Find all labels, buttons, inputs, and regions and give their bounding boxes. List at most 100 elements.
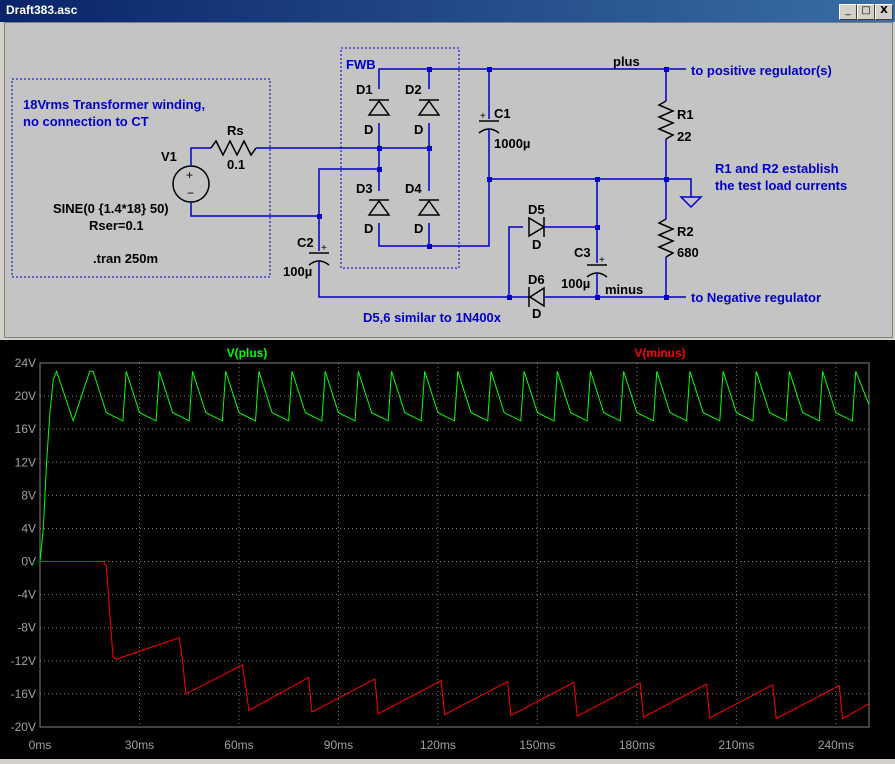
d3-model: D: [364, 221, 373, 236]
rs-label: Rs: [227, 123, 244, 138]
to-negative-regulator-label: to Negative regulator: [691, 290, 821, 305]
r2-resistor-symbol[interactable]: [657, 218, 675, 258]
y-tick-label: 0V: [21, 555, 36, 569]
d6-diode-symbol[interactable]: [528, 286, 545, 308]
d6-label: D6: [528, 272, 545, 287]
tran-directive: .tran 250m: [93, 251, 158, 266]
c3-label: C3: [574, 245, 591, 260]
x-tick-label: 180ms: [619, 738, 655, 752]
y-tick-label: -4V: [17, 588, 36, 602]
v1-value-line-1: SINE(0 {1.4*18} 50): [53, 201, 169, 216]
wire: [318, 168, 379, 216]
d4-diode-symbol[interactable]: [417, 199, 441, 216]
d4-model: D: [414, 221, 423, 236]
c2-value: 100µ: [283, 264, 312, 279]
d2-diode-symbol[interactable]: [417, 99, 441, 116]
x-tick-label: 210ms: [718, 738, 754, 752]
d1-model: D: [364, 122, 373, 137]
wire: [508, 226, 523, 297]
plus-net-label: plus: [613, 54, 640, 69]
d5-model: D: [532, 237, 541, 252]
r1-resistor-symbol[interactable]: [657, 100, 675, 140]
trace-vminus: [40, 561, 870, 720]
d1-diode-symbol[interactable]: [367, 99, 391, 116]
v1-plus-sign-icon: +: [186, 168, 193, 182]
rs-value: 0.1: [227, 157, 245, 172]
c2-label: C2: [297, 235, 314, 250]
schematic-canvas[interactable]: 18Vrms Transformer winding, no connectio…: [5, 23, 892, 337]
x-tick-label: 240ms: [818, 738, 854, 752]
r1-r2-note-line-2: the test load currents: [715, 178, 847, 193]
c3-plus-icon: +: [599, 255, 605, 266]
ground-icon: [679, 196, 703, 209]
minus-net-label: minus: [605, 282, 643, 297]
r1-value: 22: [677, 129, 691, 144]
trace-vplus: [39, 369, 870, 562]
maximize-button[interactable]: □: [857, 4, 875, 20]
v1-label: V1: [161, 149, 177, 164]
x-tick-label: 30ms: [125, 738, 154, 752]
c1-label: C1: [494, 106, 511, 121]
d5-label: D5: [528, 202, 545, 217]
x-tick-label: 0ms: [29, 738, 52, 752]
r2-label: R2: [677, 224, 694, 239]
wire: [378, 68, 666, 89]
y-tick-label: -16V: [11, 687, 36, 701]
y-tick-label: 8V: [21, 488, 36, 502]
plot-frame: [39, 362, 870, 728]
to-positive-regulator-label: to positive regulator(s): [691, 63, 832, 78]
c2-plus-icon: +: [321, 243, 327, 254]
wire: [190, 147, 211, 166]
window-titlebar[interactable]: Draft383.asc _ □ X: [0, 0, 895, 22]
legend-vplus[interactable]: V(plus): [227, 346, 268, 360]
y-tick-label: 24V: [15, 356, 36, 370]
d1-label: D1: [356, 82, 373, 97]
fwb-box: [340, 47, 460, 269]
c1-plus-icon: +: [480, 111, 486, 122]
window-title: Draft383.asc: [6, 3, 78, 17]
r1-r2-note-line-1: R1 and R2 establish: [715, 161, 839, 176]
fwb-label: FWB: [346, 57, 376, 72]
y-tick-label: -8V: [17, 621, 36, 635]
d6-model: D: [532, 306, 541, 321]
y-tick-label: -12V: [11, 654, 36, 668]
d5-d6-note: D5,6 similar to 1N400x: [363, 310, 502, 325]
wire: [489, 178, 692, 197]
schematic-pane[interactable]: 18Vrms Transformer winding, no connectio…: [4, 22, 893, 338]
close-button[interactable]: X: [875, 4, 893, 20]
r2-value: 680: [677, 245, 699, 260]
d3-label: D3: [356, 181, 373, 196]
traces: [39, 369, 870, 720]
x-tick-label: 120ms: [420, 738, 456, 752]
x-tick-label: 60ms: [224, 738, 253, 752]
y-tick-label: 12V: [15, 455, 36, 469]
rs-resistor-symbol[interactable]: [210, 139, 257, 157]
c1-value: 1000µ: [494, 136, 530, 151]
d5-diode-symbol[interactable]: [528, 216, 546, 238]
y-tick-label: 20V: [15, 389, 36, 403]
y-tick-label: 16V: [15, 422, 36, 436]
d4-label: D4: [405, 181, 422, 196]
d3-diode-symbol[interactable]: [367, 199, 391, 216]
x-tick-label: 150ms: [519, 738, 555, 752]
d2-label: D2: [405, 82, 422, 97]
wire: [190, 202, 319, 217]
y-tick-label: 4V: [21, 521, 36, 535]
v1-minus-sign-icon: −: [187, 186, 194, 200]
junction-dots: [317, 67, 669, 300]
c3-value: 100µ: [561, 276, 590, 291]
wire: [378, 179, 490, 247]
r1-label: R1: [677, 107, 694, 122]
wire: [318, 261, 529, 298]
legend[interactable]: V(plus) V(minus): [227, 346, 686, 360]
minimize-button[interactable]: _: [839, 4, 857, 20]
transformer-note-line-2: no connection to CT: [23, 114, 149, 129]
legend-vminus[interactable]: V(minus): [634, 346, 685, 360]
transformer-box: [11, 78, 271, 278]
d2-model: D: [414, 122, 423, 137]
transformer-note-line-1: 18Vrms Transformer winding,: [23, 97, 205, 112]
